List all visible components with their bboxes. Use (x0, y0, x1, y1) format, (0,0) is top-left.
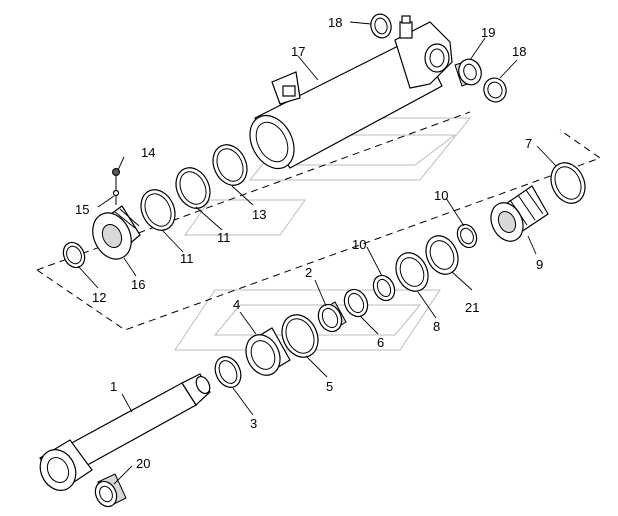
snap-ring-right (483, 77, 507, 103)
callout-12: 12 (92, 290, 106, 305)
seal-10-lower (372, 274, 396, 302)
snap-ring-upper (370, 13, 392, 39)
rod-end-bushing (94, 473, 127, 508)
callout-18-top: 18 (328, 15, 342, 30)
ring-21 (425, 235, 459, 275)
callout-13: 13 (252, 207, 266, 222)
o-ring-11b (140, 189, 176, 231)
bushing (454, 58, 482, 87)
callout-5: 5 (326, 379, 333, 394)
callout-17: 17 (291, 44, 305, 59)
callout-11-lower: 11 (180, 251, 194, 266)
callout-2: 2 (305, 265, 312, 280)
callout-19: 19 (481, 25, 495, 40)
callout-10-lower: 10 (352, 237, 366, 252)
seal-6 (343, 288, 369, 318)
callout-11-upper: 11 (217, 230, 231, 245)
backup-ring-13 (212, 144, 248, 186)
wiper-seal-2 (317, 301, 347, 333)
grease-nipple (112, 168, 120, 205)
o-ring-11a (175, 167, 211, 209)
seal-10-upper (456, 223, 478, 249)
callout-3: 3 (250, 416, 257, 431)
callout-15: 15 (75, 202, 89, 217)
leader-lines (77, 21, 557, 485)
cylinder-barrel (249, 15, 453, 170)
callout-21: 21 (465, 300, 479, 315)
callout-7: 7 (525, 136, 532, 151)
o-ring-5 (281, 314, 319, 358)
callouts: 18 17 19 18 14 15 13 11 11 12 16 7 9 10 … (75, 15, 543, 471)
rod-gland (92, 205, 141, 260)
ring-8 (395, 252, 429, 292)
callout-6: 6 (377, 335, 384, 350)
callout-4: 4 (233, 297, 240, 312)
piston (490, 185, 549, 242)
callout-18-right: 18 (512, 44, 526, 59)
callout-8: 8 (433, 319, 440, 334)
callout-9: 9 (536, 257, 543, 272)
callout-16: 16 (131, 277, 145, 292)
callout-14: 14 (141, 145, 155, 160)
piston-rod (39, 373, 211, 491)
rod-seal-4 (245, 327, 291, 376)
snap-ring-12 (62, 241, 86, 269)
callout-10-upper: 10 (434, 188, 448, 203)
snap-ring-3 (214, 356, 242, 388)
wear-ring-7 (550, 162, 586, 204)
callout-20: 20 (136, 456, 150, 471)
callout-1: 1 (110, 379, 117, 394)
